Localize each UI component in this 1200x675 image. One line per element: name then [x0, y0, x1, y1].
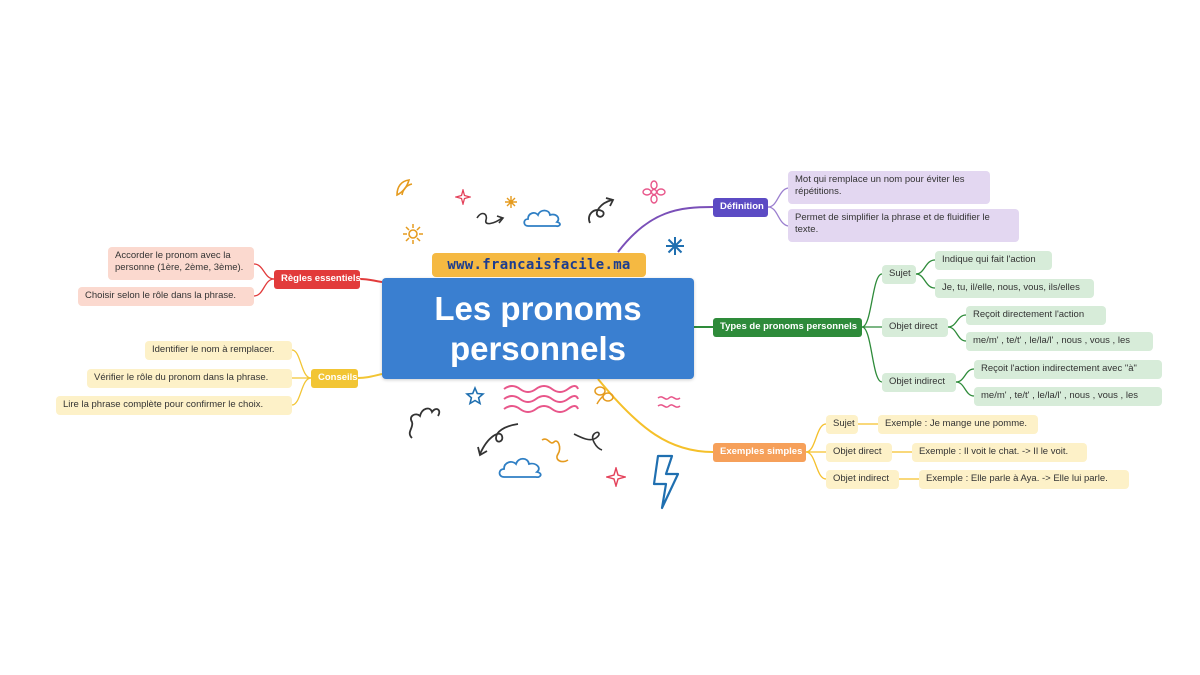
asterisk-icon	[666, 237, 684, 255]
branch-conseils[interactable]: Conseils	[311, 369, 358, 388]
star-icon	[465, 386, 485, 406]
squiggle-icon	[408, 407, 441, 439]
squiggle-icon	[657, 396, 681, 408]
sparkle-icon	[455, 189, 471, 205]
title-line-2: personnels	[449, 329, 627, 367]
title-line-1: Les pronoms	[434, 289, 642, 327]
exemples-sujet[interactable]: Sujet	[826, 415, 858, 434]
regles-item-1[interactable]: Accorder le pronom avec la personne (1èr…	[108, 247, 254, 280]
flower-icon	[505, 196, 517, 208]
types-objet-indirect-desc[interactable]: Reçoit l'action indirectement avec "à"	[974, 360, 1162, 379]
conseils-item-2[interactable]: Vérifier le rôle du pronom dans la phras…	[87, 369, 292, 388]
branch-types[interactable]: Types de pronoms personnels	[713, 318, 862, 337]
definition-item-1[interactable]: Mot qui remplace un nom pour éviter les …	[788, 171, 990, 204]
swirl-arrow-icon	[477, 423, 519, 457]
exemples-objet-indirect[interactable]: Objet indirect	[826, 470, 899, 489]
types-objet-direct-forms[interactable]: me/m' , te/t' , le/la/l' , nous , vous ,…	[966, 332, 1153, 351]
branch-regles[interactable]: Règles essentiels	[274, 270, 361, 289]
central-topic[interactable]: Les pronoms personnels	[382, 278, 694, 379]
types-sujet-forms[interactable]: Je, tu, il/elle, nous, vous, ils/elles	[935, 279, 1094, 298]
exemples-objet-direct-example[interactable]: Exemple : Il voit le chat. -> Il le voit…	[912, 443, 1087, 462]
cloud-icon	[498, 457, 542, 479]
types-sujet[interactable]: Sujet	[882, 265, 916, 284]
conseils-item-1[interactable]: Identifier le nom à remplacer.	[145, 341, 292, 360]
flower-icon	[642, 180, 666, 204]
wave-lines-icon	[503, 385, 579, 413]
definition-item-2[interactable]: Permet de simplifier la phrase et de flu…	[788, 209, 1019, 242]
types-objet-indirect-forms[interactable]: me/m' , te/t' , le/la/l' , nous , vous ,…	[974, 387, 1162, 406]
website-badge: www.francaisfacile.ma	[432, 253, 646, 277]
squiggle-icon	[541, 438, 569, 463]
branch-exemples[interactable]: Exemples simples	[713, 443, 806, 462]
exemples-objet-direct[interactable]: Objet direct	[826, 443, 892, 462]
exemples-sujet-example[interactable]: Exemple : Je mange une pomme.	[878, 415, 1038, 434]
lightning-icon	[652, 454, 680, 510]
swirl-arrow-icon	[588, 197, 615, 224]
regles-item-2[interactable]: Choisir selon le rôle dans la phrase.	[78, 287, 254, 306]
curly-arrow-icon	[573, 431, 603, 451]
sparkle-icon	[606, 467, 626, 487]
cloud-icon	[523, 209, 561, 228]
exemples-objet-indirect-example[interactable]: Exemple : Elle parle à Aya. -> Elle lui …	[919, 470, 1129, 489]
sun-icon	[403, 224, 423, 244]
types-objet-indirect[interactable]: Objet indirect	[882, 373, 956, 392]
types-sujet-desc[interactable]: Indique qui fait l'action	[935, 251, 1052, 270]
types-objet-direct[interactable]: Objet direct	[882, 318, 948, 337]
branch-definition[interactable]: Définition	[713, 198, 768, 217]
leaf-icon	[396, 179, 413, 197]
curly-arrow-icon	[476, 212, 505, 225]
flower-icon	[594, 386, 614, 405]
conseils-item-3[interactable]: Lire la phrase complète pour confirmer l…	[56, 396, 292, 415]
types-objet-direct-desc[interactable]: Reçoit directement l'action	[966, 306, 1106, 325]
